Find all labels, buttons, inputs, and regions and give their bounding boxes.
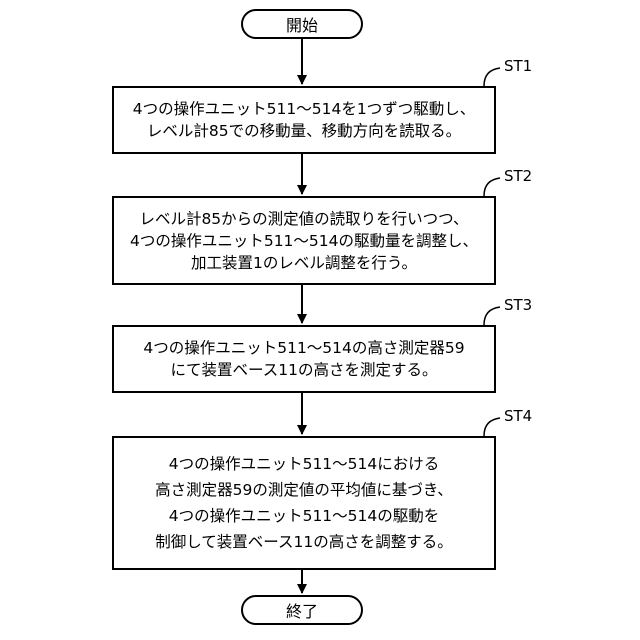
step-label-st4: ST4 bbox=[504, 407, 532, 425]
end-terminal: 終了 bbox=[241, 595, 363, 625]
leader-st2 bbox=[484, 178, 500, 196]
step-text-line: 4つの操作ユニット511～514の高さ測定器59 bbox=[143, 337, 464, 359]
step-label-st2: ST2 bbox=[504, 167, 532, 185]
leader-st3 bbox=[484, 307, 500, 325]
step-text-line: 制御して装置ベース11の高さを調整する。 bbox=[155, 529, 453, 555]
step-label-st1: ST1 bbox=[504, 57, 532, 75]
step-text-line: 加工装置1のレベル調整を行う。 bbox=[191, 252, 417, 274]
leader-st1 bbox=[484, 68, 500, 86]
process-box-st3: 4つの操作ユニット511～514の高さ測定器59 にて装置ベース11の高さを測定… bbox=[112, 325, 496, 393]
process-box-st1: 4つの操作ユニット511～514を1つずつ駆動し、 レベル計85での移動量、移動… bbox=[112, 86, 496, 154]
step-text-line: 4つの操作ユニット511～514の駆動量を調整し、 bbox=[130, 230, 478, 252]
process-box-st4: 4つの操作ユニット511～514における 高さ測定器59の測定値の平均値に基づき… bbox=[112, 436, 496, 570]
step-text-line: 4つの操作ユニット511～514の駆動を bbox=[169, 503, 440, 529]
step-text-line: にて装置ベース11の高さを測定する。 bbox=[171, 359, 438, 381]
process-box-st2: レベル計85からの測定値の読取りを行いつつ、 4つの操作ユニット511～514の… bbox=[112, 196, 496, 285]
end-label: 終了 bbox=[286, 598, 318, 622]
start-terminal: 開始 bbox=[241, 9, 363, 39]
step-text-line: レベル計85からの測定値の読取りを行いつつ、 bbox=[139, 208, 468, 230]
start-label: 開始 bbox=[286, 12, 318, 36]
leader-st4 bbox=[484, 418, 500, 436]
step-text-line: レベル計85での移動量、移動方向を読取る。 bbox=[147, 120, 461, 142]
step-text-line: 高さ測定器59の測定値の平均値に基づき、 bbox=[155, 477, 453, 503]
step-label-st3: ST3 bbox=[504, 296, 532, 314]
step-text-line: 4つの操作ユニット511～514における bbox=[169, 451, 440, 477]
step-text-line: 4つの操作ユニット511～514を1つずつ駆動し、 bbox=[133, 98, 475, 120]
